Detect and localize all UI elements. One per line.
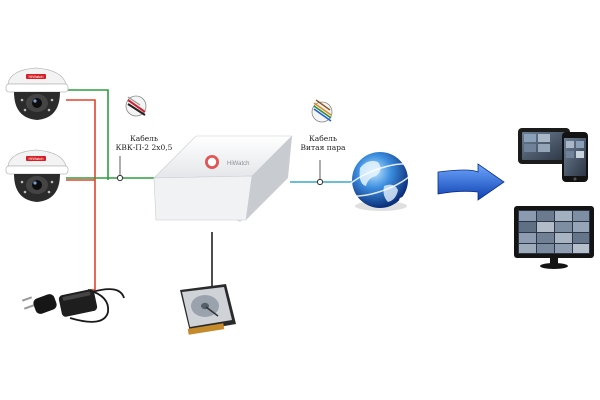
power-cable-icon xyxy=(125,95,147,117)
network-cable-label-line2: Витая пара xyxy=(300,143,346,152)
power-cable-label: Кабель КВК-П-2 2х0,5 xyxy=(112,134,176,152)
dome-camera-2: HiWatch xyxy=(5,149,69,202)
dvr-recorder-icon: HiWatch xyxy=(153,135,293,222)
power-wire-camera-1 xyxy=(66,99,96,290)
hard-drive-icon xyxy=(180,284,236,335)
dome-camera-1: HiWatch xyxy=(5,67,69,120)
dvr-logo: HiWatch xyxy=(227,161,249,167)
arrow-right-icon xyxy=(437,163,505,201)
network-cable-label-line1: Кабель xyxy=(308,134,338,143)
power-cable-label-line2: КВК-П-2 2х0,5 xyxy=(115,143,173,152)
power-adapter-icon xyxy=(21,288,125,323)
cable-tap-power xyxy=(116,156,124,182)
power-wires xyxy=(66,99,96,291)
network-cable-label: Кабель Витая пара xyxy=(296,134,350,152)
internet-globe-icon xyxy=(345,152,415,211)
cable-tap-network xyxy=(316,160,324,186)
video-wires xyxy=(66,89,155,180)
monitor-video-grid xyxy=(519,211,589,253)
monitor-icon xyxy=(514,206,594,269)
tablet-phone-icon xyxy=(518,128,588,182)
power-cable-label-line1: Кабель xyxy=(129,134,159,143)
video-wire-camera-1 xyxy=(66,89,109,180)
camera-1-logo: HiWatch xyxy=(29,74,44,79)
twisted-pair-cable-icon xyxy=(311,99,333,123)
camera-2-logo: HiWatch xyxy=(29,156,44,161)
